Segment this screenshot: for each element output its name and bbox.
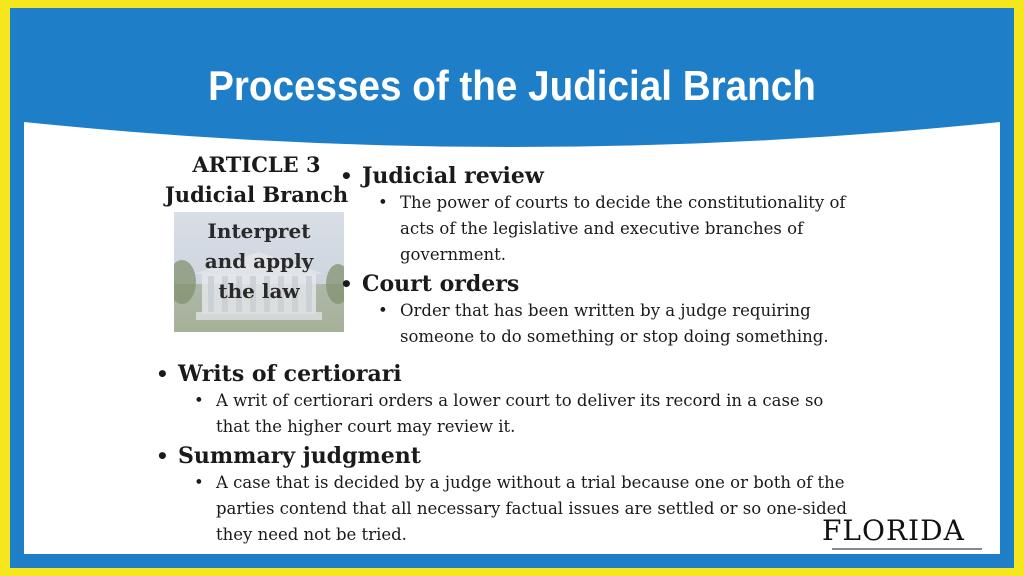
caption-line: the law <box>218 279 300 303</box>
title-banner <box>24 22 1000 147</box>
bottom-bullet-list: Writs of certiorari •A writ of certiorar… <box>152 360 852 548</box>
bullet-detail: •Order that has been written by a judge … <box>378 301 829 346</box>
branch-name: Judicial Branch <box>164 182 349 207</box>
bullet-heading: Summary judgment <box>152 442 852 470</box>
list-item: Court orders •Order that has been writte… <box>336 270 876 350</box>
article-number: ARTICLE 3 <box>192 152 321 177</box>
bullet-detail: •A case that is decided by a judge witho… <box>194 473 847 544</box>
slide-title: Processes of the Judicial Branch <box>208 62 816 109</box>
caption-line: and apply <box>204 249 314 273</box>
caption-line: Interpret <box>207 219 311 243</box>
image-caption: Interpret and apply the law <box>174 216 344 306</box>
detail-text: Order that has been written by a judge r… <box>400 301 829 346</box>
detail-text: A writ of certiorari orders a lower cour… <box>216 391 824 436</box>
bullet-heading: Court orders <box>336 270 876 298</box>
list-item: Judicial review •The power of courts to … <box>336 162 876 268</box>
detail-text: The power of courts to decide the consti… <box>400 193 846 264</box>
top-bullet-list: Judicial review •The power of courts to … <box>336 162 876 350</box>
list-item: Writs of certiorari •A writ of certiorar… <box>152 360 852 440</box>
logo-underline <box>832 548 982 550</box>
florida-logo: FLORIDA <box>822 514 992 554</box>
bullet-detail: •The power of courts to decide the const… <box>378 193 846 264</box>
slide: Processes of the Judicial Branch ARTICLE… <box>10 8 1014 568</box>
bullet-heading: Judicial review <box>336 162 876 190</box>
bullet-detail: •A writ of certiorari orders a lower cou… <box>194 391 824 436</box>
article-heading: ARTICLE 3 Judicial Branch <box>164 150 349 210</box>
list-item: Summary judgment •A case that is decided… <box>152 442 852 548</box>
bullet-heading: Writs of certiorari <box>152 360 852 388</box>
logo-wordmark: FLORIDA <box>822 514 965 547</box>
content-panel: Processes of the Judicial Branch ARTICLE… <box>24 22 1000 554</box>
detail-text: A case that is decided by a judge withou… <box>216 473 847 544</box>
supreme-court-image: Interpret and apply the law <box>174 212 344 332</box>
